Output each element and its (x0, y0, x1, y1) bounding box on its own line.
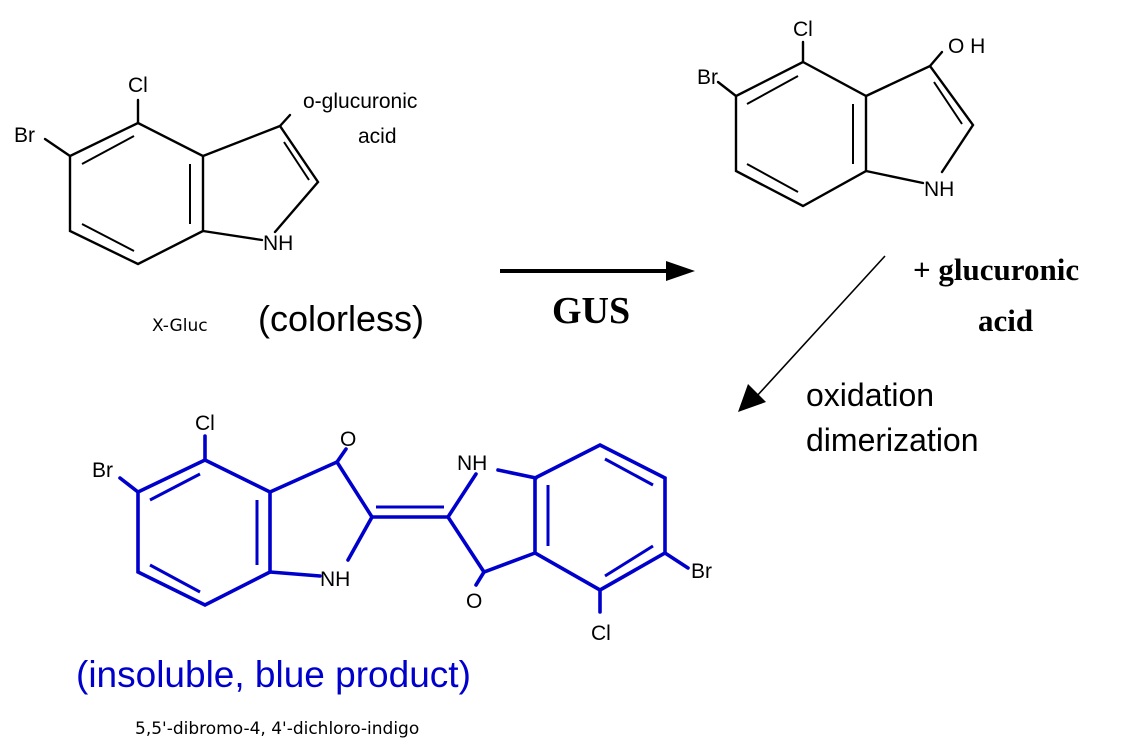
product-left-nh-atom: NH (320, 568, 350, 591)
product-right-o-atom: O (466, 590, 482, 613)
oxidation-arrow-head (738, 384, 766, 412)
intermediate-br-atom: Br (697, 66, 718, 89)
product-right-br-atom: Br (691, 560, 712, 583)
byproduct-line2: acid (978, 303, 1033, 338)
product-right-five-ring (446, 515, 537, 575)
intermediate-structure: Cl Br O H NH (697, 18, 985, 208)
product-left-carbonyl (335, 447, 348, 464)
oxidation-arrow-shaft (755, 255, 886, 398)
reactant-n-bond (201, 229, 264, 242)
intermediate-pyrrole-ring (864, 64, 975, 174)
intermediate-double-bond-1 (746, 75, 799, 105)
intermediate-o-bond (928, 50, 944, 68)
reactant-state: (colorless) (258, 298, 424, 339)
product-left-br-atom: Br (92, 459, 113, 482)
product-left-benzene (136, 457, 272, 608)
product-left-double-bond-1 (149, 472, 201, 502)
product-left-br-bond (118, 476, 140, 494)
reactant-name: X-Gluc (152, 316, 208, 336)
reactant-cl-atom: Cl (128, 74, 148, 97)
product-right-benzene (533, 442, 667, 593)
oxidation-arrow: oxidation dimerization (738, 255, 979, 458)
intermediate-benzene-ring (734, 60, 868, 208)
product-right-carbonyl (474, 570, 486, 587)
reactant-o-bond (278, 113, 292, 128)
product-right-n-link (446, 472, 478, 519)
reactant-br-bond (43, 137, 72, 158)
reactant-substituent-line2: acid (358, 125, 397, 148)
product-iupac-name: 5,5'-dibromo-4, 4'-dichloro-indigo (135, 719, 419, 739)
reactant-double-bond-1 (81, 135, 135, 165)
product-left-cl-atom: Cl (195, 412, 215, 435)
product-structure: Cl Br O NH NH O Br Cl (insoluble, blue p… (76, 412, 712, 739)
byproduct-label: + glucuronic acid (913, 252, 1079, 338)
product-right-double-bond-3 (604, 544, 654, 578)
product-left-o-atom: O (340, 428, 356, 451)
reactant-double-bond-3 (81, 223, 135, 252)
conditions-line1: oxidation (806, 377, 934, 413)
product-left-five-ring (268, 459, 375, 562)
intermediate-oh-atom: O H (948, 35, 985, 58)
reactant-structure: Cl Br NH o-glucuronic acid X-Gluc (color… (14, 74, 424, 339)
byproduct-line1: + glucuronic (913, 252, 1079, 287)
reactant-substituent-line1: o-glucuronic (303, 90, 417, 113)
product-description: (insoluble, blue product) (76, 654, 471, 695)
product-right-n-bond (496, 468, 538, 480)
reactant-br-atom: Br (14, 124, 35, 147)
enzyme-label: GUS (552, 290, 630, 332)
reactant-pyrrole-double-bond (283, 141, 310, 181)
conditions-line2: dimerization (806, 422, 979, 458)
product-right-cl-atom: Cl (591, 622, 611, 645)
product-right-nh-atom: NH (457, 452, 487, 475)
intermediate-double-bond-3 (746, 163, 799, 193)
reactant-benzene-ring (68, 121, 205, 266)
product-left-n-bond (268, 570, 322, 578)
product-right-double-bond-1 (604, 457, 654, 487)
reactant-pyrrole-ring (201, 124, 320, 234)
intermediate-br-bond (716, 80, 738, 98)
reactant-nh-atom: NH (263, 232, 293, 255)
product-right-br-bond (663, 551, 690, 570)
intermediate-cl-atom: Cl (793, 18, 813, 41)
intermediate-nh-atom: NH (924, 178, 954, 201)
reaction-arrow-head (666, 261, 695, 281)
intermediate-n-bond (864, 169, 925, 185)
product-left-double-bond-3 (149, 563, 201, 594)
intermediate-pyrrole-double-bond (933, 81, 963, 125)
reaction-arrow: GUS (500, 261, 695, 332)
